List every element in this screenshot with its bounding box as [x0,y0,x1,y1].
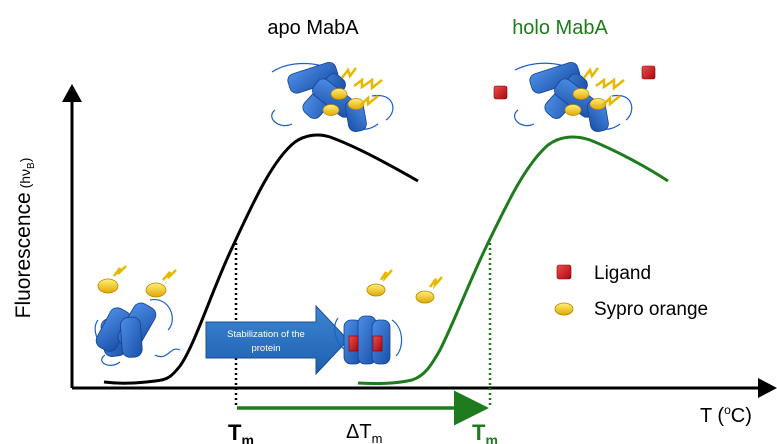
delta-tm-main: ΔT [346,421,372,443]
legend: Ligand Sypro orange [554,263,708,320]
stabilization-text-line1: Stabilization of the [227,329,305,340]
x-axis-unit-close: C) [731,405,752,427]
tm-apo-main: T [228,420,242,444]
folded-protein-with-dye-icon [94,265,181,366]
y-axis-unit-close: ) [17,158,33,163]
legend-label-ligand: Ligand [594,263,651,284]
y-axis-label-main: Fluorescence [12,192,35,318]
y-axis-arrowhead [62,84,82,102]
x-axis-label-main: T ( [700,405,724,427]
delta-tm-sub: m [372,431,383,444]
free-ligand-icon-2 [641,65,656,80]
x-axis-label: T (oC) [700,403,752,427]
y-axis-unit-sub: B [26,162,37,169]
x-axis-unit-sup: o [724,403,731,417]
tm-apo-sub: m [241,432,253,444]
legend-label-sypro: Sypro orange [594,299,708,320]
holo-melting-curve [357,135,669,386]
yellow-ellipse-icon [554,302,574,316]
tm-apo-label: Tm [228,420,254,444]
unfolded-apo-protein-icon [271,61,394,132]
delta-tm-label: ΔTm [346,421,382,444]
x-axis-arrowhead [758,378,777,398]
tm-holo-main: T [472,420,486,444]
y-axis-label: Fluorescence (hνB) [12,158,37,319]
y-axis-unit-open: (hν [17,169,33,192]
holo-title: holo MabA [512,17,608,39]
axes [62,84,777,398]
free-ligand-icon [493,85,508,100]
ligand-bound-protein-icon [334,269,443,365]
unfolded-holo-protein-icon [493,61,656,132]
apo-title: apo MabA [267,17,359,39]
apo-melting-curve [103,133,419,385]
stabilization-text-line2: protein [251,343,280,354]
tm-holo-label: Tm [472,420,498,444]
stabilization-arrow: Stabilization of the protein [205,304,349,376]
red-cube-icon [556,264,572,280]
tm-holo-sub: m [485,432,497,444]
